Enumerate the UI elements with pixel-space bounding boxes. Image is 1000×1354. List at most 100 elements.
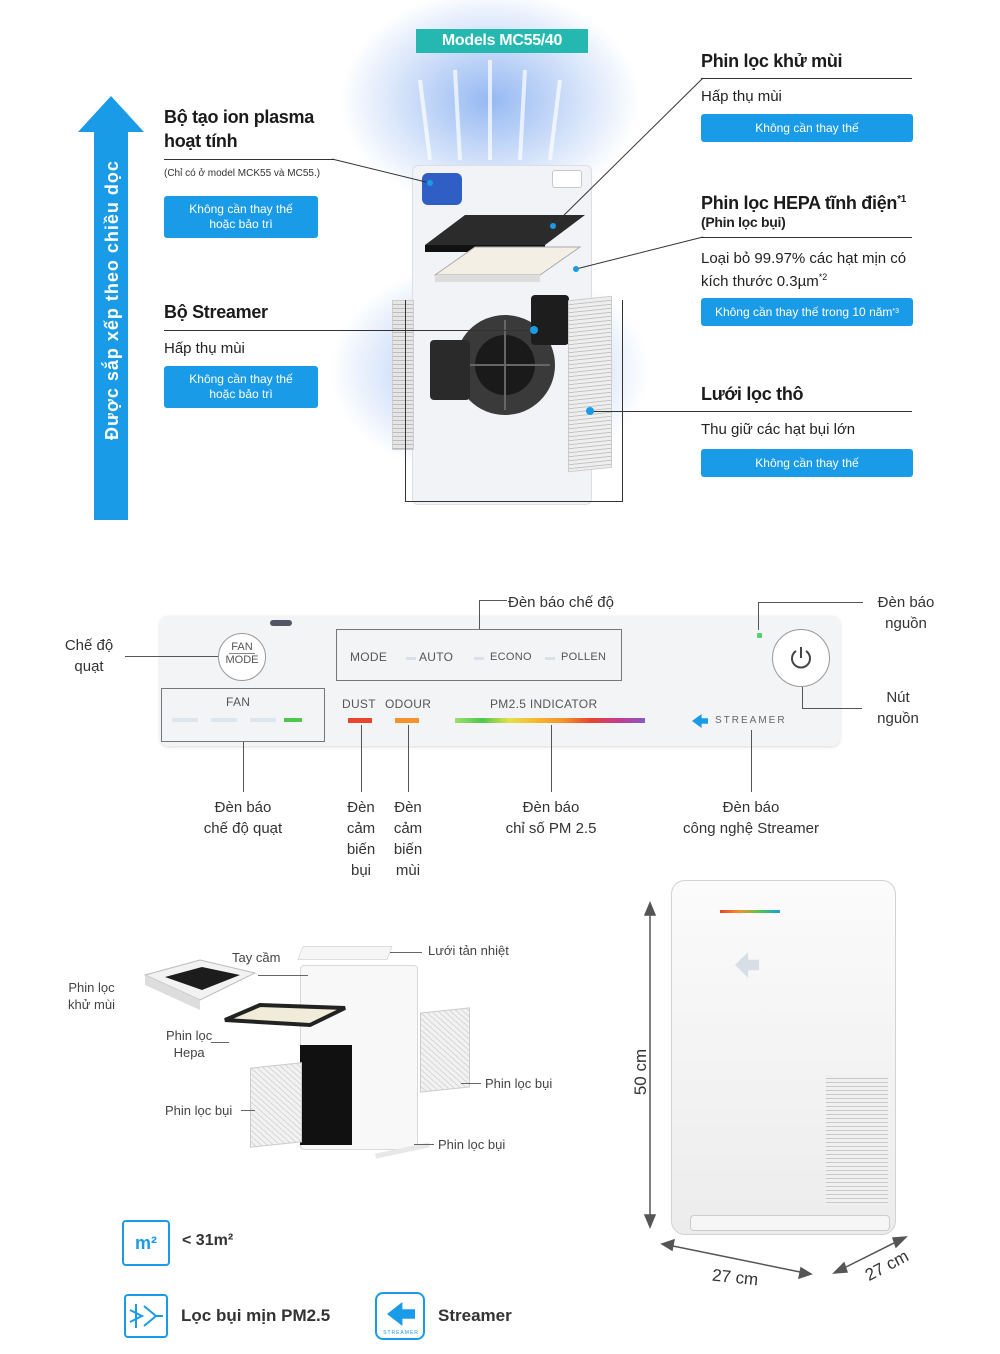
pm-1: Đèn báo: [522, 799, 580, 816]
funnel-icon: [129, 1304, 163, 1328]
power-light-2: nguồn: [885, 615, 927, 632]
hepa-desc-2-text: kích thước 0.3µm: [701, 273, 819, 290]
hepa-pill: Không cần thay thế trong 10 năm*3: [701, 298, 913, 326]
hepa-title: Phin lọc HEPA tĩnh điện*1: [701, 193, 906, 214]
pm-filter-text: Lọc bụi mịn PM2.5: [181, 1306, 331, 1325]
odour-4: mùi: [395, 862, 421, 879]
power-button[interactable]: [772, 629, 830, 687]
mode-light-label: Đèn báo chế độ: [508, 594, 614, 611]
deodor-part-1: Phin lọc: [68, 980, 115, 995]
top-indicator-strip: [720, 910, 780, 913]
plasma-pill-1: Không cần thay thế: [189, 202, 293, 216]
plasma-ion-generator: [422, 173, 462, 205]
econo-led: [545, 657, 555, 660]
vertical-banner-text: Được sắp xếp theo chiều dọc: [101, 160, 122, 440]
purifier-base: [690, 1215, 890, 1231]
grille-label: Lưới tản nhiệt: [428, 943, 509, 958]
fan-mode-label: Chế độ quạt: [58, 635, 120, 677]
deodor-sub: Hấp thụ mùi: [701, 88, 782, 105]
fan-mode-2: quạt: [74, 658, 104, 675]
dust-3: biến: [346, 841, 376, 858]
streamer-dot: [530, 326, 538, 334]
fan-light-label: Đèn báo chế độ quạt: [183, 797, 303, 839]
streamer-sub: Hấp thụ mùi: [164, 340, 245, 357]
prefilter-dot: [586, 407, 594, 415]
streamer-feature-text: Streamer: [438, 1306, 512, 1325]
power-icon: [791, 647, 811, 669]
height-label: 50 cm: [631, 1048, 651, 1096]
handle-slot: [552, 170, 582, 188]
pm-filter-icon: [124, 1294, 168, 1338]
fan-mode-top: FAN: [229, 641, 255, 655]
pollen-label: POLLEN: [561, 651, 607, 663]
control-panel: [160, 616, 840, 746]
mode-led: [406, 657, 416, 660]
odour-2: cảm: [393, 820, 423, 837]
hepa-desc-1: Loại bỏ 99.97% các hạt mịn có: [701, 250, 907, 267]
handle-label: Tay cầm: [232, 950, 281, 965]
dust-filter-right: [420, 1007, 470, 1093]
dust-2: cảm: [346, 820, 376, 837]
heat-grille: [297, 946, 393, 960]
deodor-leader: [550, 77, 704, 229]
power-light-label: Đèn báo nguồn: [868, 592, 944, 634]
streamer-badge-text: STREAMER: [383, 1330, 419, 1336]
fan-mode-1: Chế độ: [64, 637, 114, 654]
fan-assembly: [430, 315, 555, 415]
pm25-label: PM2.5 INDICATOR: [490, 697, 598, 711]
hepa-title-sup: *1: [897, 194, 906, 205]
dust-bottom-label: Phin lọc bụi: [438, 1137, 506, 1152]
hepa-part-1: Phin lọc: [166, 1028, 213, 1043]
auto-label: AUTO: [419, 650, 454, 664]
prefilter-pill: Không cần thay thế: [701, 449, 913, 477]
plasma-pill-2: hoặc bảo trì: [209, 217, 273, 231]
hepa-desc-2: kích thước 0.3µm*2: [701, 272, 827, 290]
area-text: < 31m²: [182, 1232, 234, 1249]
prefilter-title: Lưới lọc thô: [701, 384, 804, 404]
plasma-title-2: hoạt tính: [164, 131, 238, 151]
dust-label: DUST: [342, 697, 376, 711]
area-icon: m²: [122, 1220, 170, 1266]
hepa-title-text: Phin lọc HEPA tĩnh điện: [701, 193, 898, 213]
fan-light-1: Đèn báo: [214, 799, 272, 816]
power-light-1: Đèn báo: [877, 594, 935, 611]
streamer-unit: [531, 295, 569, 345]
fan-mode-button[interactable]: FAN MODE: [218, 633, 266, 681]
left-prefilter: [392, 300, 414, 450]
plasma-leader: [331, 158, 433, 186]
fan-light-2: chế độ quạt: [203, 820, 283, 837]
hepa-pill-sup: *3: [892, 307, 900, 315]
deodor-pill: Không cần thay thế: [701, 114, 913, 142]
plasma-note: (Chỉ có ở model MCK55 và MC55.): [164, 168, 321, 179]
pm-light-label: Đèn báo chỉ số PM 2.5: [491, 797, 611, 839]
hepa-pill-text: Không cần thay thế trong 10 năm: [714, 304, 893, 319]
mode-label: MODE: [350, 650, 388, 664]
streamer-pill-2: hoặc bảo trì: [209, 387, 273, 401]
prefilter-sub: Thu giữ các hạt bụi lớn: [701, 421, 856, 438]
parts-inner: [300, 1045, 352, 1145]
deodor-title: Phin lọc khử mùi: [701, 51, 843, 71]
power-btn-1: Nút: [886, 689, 910, 706]
hepa-desc-sup: *2: [818, 272, 828, 282]
dust-right-label: Phin lọc bụi: [485, 1076, 553, 1091]
fan-label: FAN: [226, 695, 251, 709]
dust-led: [348, 718, 372, 723]
streamer-pill: Không cần thay thế hoặc bảo trì: [164, 366, 318, 408]
odour-3: biến: [393, 841, 423, 858]
pm-2: chỉ số PM 2.5: [505, 820, 597, 837]
hepa-leader: [573, 236, 704, 272]
str-2: công nghệ Streamer: [683, 820, 819, 837]
odour-led: [395, 718, 419, 723]
streamer-pill-1: Không cần thay thế: [189, 372, 293, 386]
fan-mode-bottom: MODE: [225, 654, 259, 667]
dust-4: bụi: [350, 862, 372, 879]
deodor-part-2: khử mùi: [68, 996, 115, 1012]
streamer-arrow-icon: [387, 1302, 415, 1326]
hepa-subtitle: (Phin lọc bụi): [701, 214, 786, 230]
key-icon: [270, 620, 292, 626]
